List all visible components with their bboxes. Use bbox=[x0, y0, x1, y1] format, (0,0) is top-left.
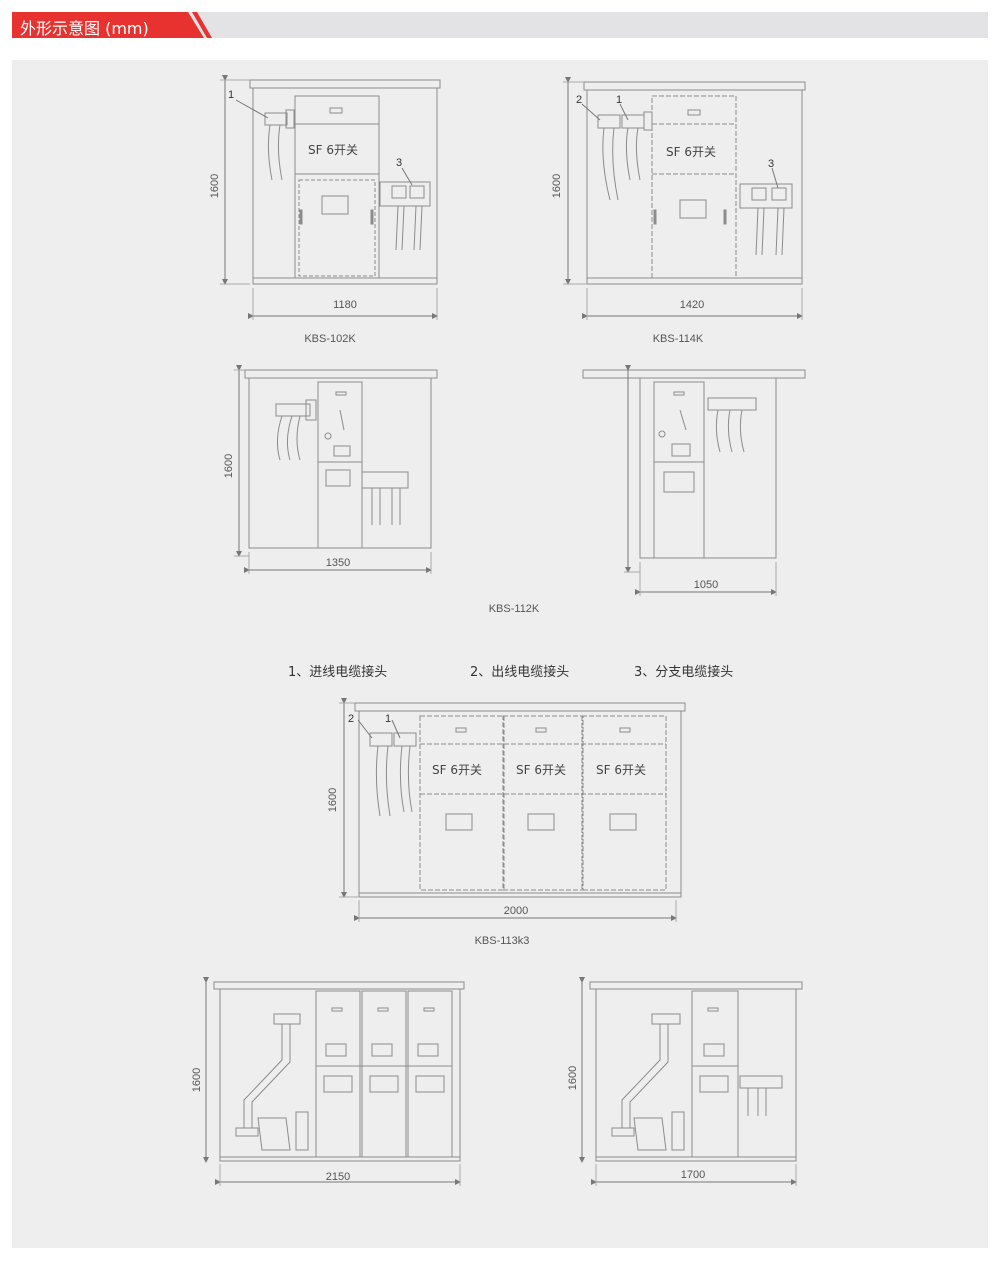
model-label: KBS-113k3 bbox=[475, 935, 530, 947]
callout-1: 1 bbox=[228, 89, 234, 101]
dim-width: 2000 bbox=[504, 905, 528, 917]
dim-height: 1600 bbox=[209, 174, 221, 198]
dim-width: 1700 bbox=[681, 1169, 705, 1181]
dim-width-b: 1050 bbox=[694, 579, 718, 591]
legend-item-3: 3、分支电缆接头 bbox=[634, 664, 733, 680]
callout-2: 2 bbox=[576, 94, 582, 106]
drawing-kbs-113k3 bbox=[339, 698, 686, 922]
legend-item-2: 2、出线电缆接头 bbox=[470, 664, 569, 680]
dim-width: 2150 bbox=[326, 1171, 350, 1183]
dim-width-a: 1350 bbox=[326, 557, 350, 569]
model-label: KBS-112K bbox=[489, 603, 540, 615]
drawing-kbs-114k bbox=[563, 77, 806, 320]
drawing-kbs-102k bbox=[220, 75, 441, 320]
drawing-bottom-left bbox=[203, 977, 465, 1186]
dim-height: 1600 bbox=[567, 1066, 579, 1090]
dim-width: 1180 bbox=[333, 299, 357, 311]
callout-3: 3 bbox=[396, 157, 402, 169]
switch-label: SF 6开关 bbox=[666, 145, 716, 159]
section-title: 外形示意图 (mm) bbox=[20, 19, 149, 38]
legend-item-1: 1、进线电缆接头 bbox=[288, 664, 387, 680]
diagram-panel bbox=[12, 60, 988, 1248]
switch-label: SF 6开关 bbox=[308, 143, 358, 157]
callout-1: 1 bbox=[385, 713, 391, 725]
callout-3: 3 bbox=[768, 158, 774, 170]
dim-height: 1600 bbox=[327, 788, 339, 812]
model-label: KBS-114K bbox=[653, 333, 704, 345]
drawing-kbs-112k bbox=[234, 365, 806, 596]
switch-label: SF 6开关 bbox=[432, 763, 482, 777]
dim-height: 1600 bbox=[191, 1068, 203, 1092]
callout-2: 2 bbox=[348, 713, 354, 725]
switch-label: SF 6开关 bbox=[516, 763, 566, 777]
section-header: 外形示意图 (mm) bbox=[12, 12, 988, 38]
model-label: KBS-102K bbox=[304, 333, 356, 345]
dim-height: 1600 bbox=[223, 454, 235, 478]
drawing-bottom-right bbox=[579, 977, 803, 1186]
dim-width: 1420 bbox=[680, 299, 704, 311]
dim-height: 1600 bbox=[551, 174, 563, 198]
callout-1: 1 bbox=[616, 94, 622, 106]
header-tab bbox=[12, 12, 212, 38]
switch-label: SF 6开关 bbox=[596, 763, 646, 777]
